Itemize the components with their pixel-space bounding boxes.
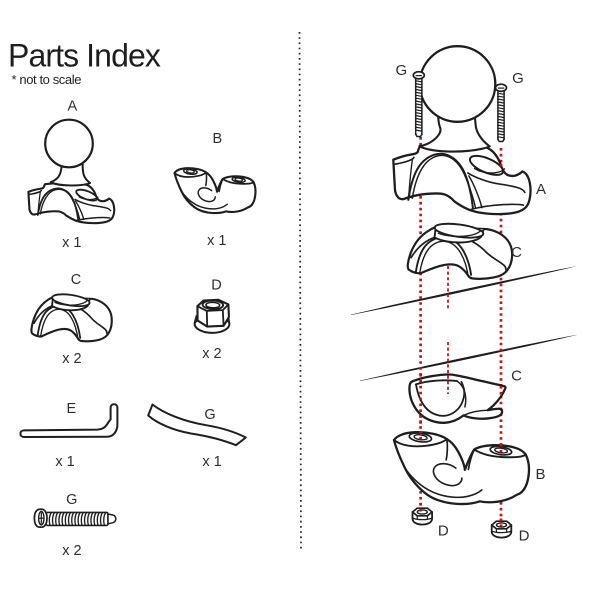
- svg-text:* not to scale: * not to scale: [12, 72, 82, 87]
- svg-text:D: D: [438, 523, 449, 540]
- svg-text:B: B: [212, 131, 222, 147]
- svg-text:G: G: [204, 407, 215, 423]
- svg-text:x 1: x 1: [62, 235, 81, 251]
- svg-text:D: D: [519, 528, 530, 545]
- svg-text:x 2: x 2: [62, 543, 81, 559]
- svg-text:G: G: [395, 62, 407, 79]
- svg-text:C: C: [511, 244, 522, 261]
- svg-text:B: B: [535, 466, 545, 483]
- svg-text:Parts Index: Parts Index: [8, 38, 161, 74]
- svg-text:G: G: [512, 70, 524, 87]
- svg-text:x 1: x 1: [202, 454, 221, 470]
- svg-text:E: E: [66, 401, 76, 417]
- svg-text:x 2: x 2: [62, 351, 81, 367]
- svg-text:x 1: x 1: [55, 454, 74, 470]
- svg-text:G: G: [66, 492, 77, 508]
- svg-text:C: C: [511, 368, 522, 385]
- svg-text:C: C: [71, 272, 81, 288]
- svg-text:A: A: [536, 181, 546, 198]
- svg-text:x 2: x 2: [202, 346, 221, 362]
- svg-text:A: A: [67, 99, 77, 115]
- svg-text:x 1: x 1: [207, 233, 226, 249]
- svg-text:D: D: [211, 278, 221, 294]
